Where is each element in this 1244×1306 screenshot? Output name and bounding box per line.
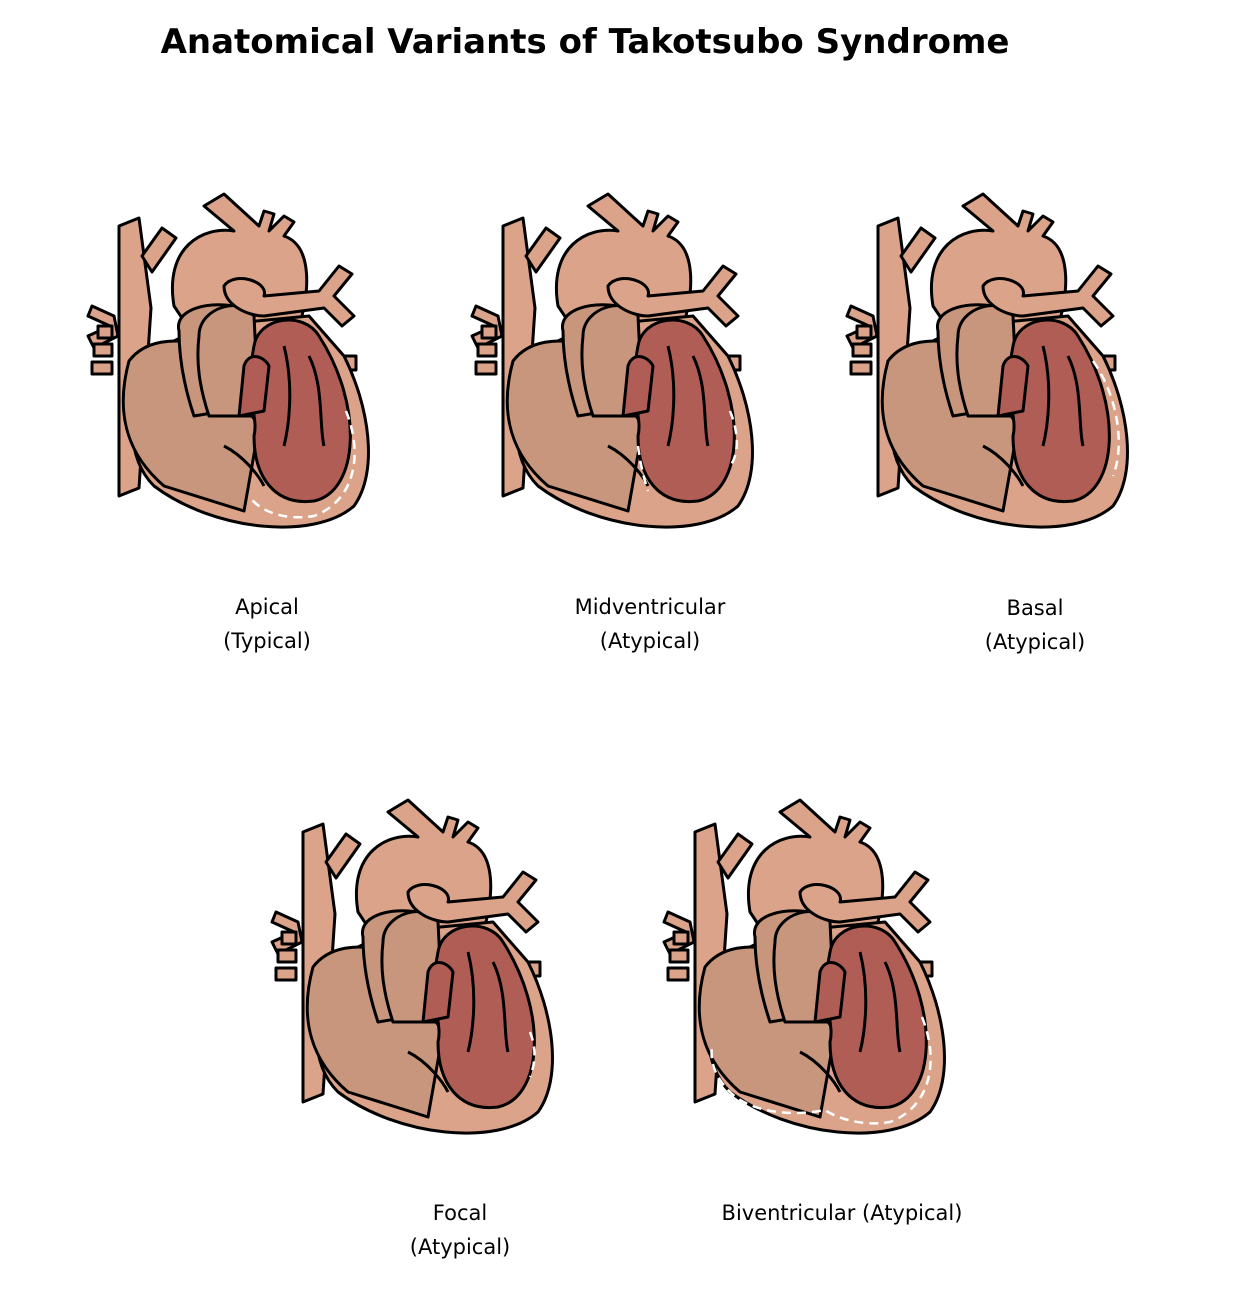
caption-midventricular: Midventricular (Atypical) xyxy=(500,590,800,658)
heart-midventricular xyxy=(468,186,758,546)
heart-basal xyxy=(843,186,1133,546)
heart-icon xyxy=(270,798,554,1135)
caption-focal: Focal (Atypical) xyxy=(310,1196,610,1264)
caption-basal: Basal (Atypical) xyxy=(885,591,1185,659)
heart-icon xyxy=(845,192,1129,529)
caption-name: Focal xyxy=(432,1201,488,1225)
caption-type: (Atypical) xyxy=(409,1235,511,1259)
caption-name: Biventricular (Atypical) xyxy=(721,1201,963,1225)
heart-icon xyxy=(470,192,754,529)
caption-type: (Atypical) xyxy=(984,630,1086,654)
caption-name: Apical xyxy=(235,595,299,619)
caption-apical: Apical (Typical) xyxy=(117,590,417,658)
heart-focal xyxy=(268,792,558,1152)
caption-type: (Typical) xyxy=(223,629,311,653)
diagram-title: Anatomical Variants of Takotsubo Syndrom… xyxy=(160,22,1010,62)
heart-icon xyxy=(662,798,946,1135)
caption-type: (Atypical) xyxy=(599,629,701,653)
heart-apical xyxy=(84,186,374,546)
heart-icon xyxy=(86,192,370,529)
caption-biventricular: Biventricular (Atypical) xyxy=(692,1196,992,1230)
caption-name: Basal xyxy=(1006,596,1064,620)
caption-name: Midventricular xyxy=(574,595,726,619)
heart-biventricular xyxy=(660,792,950,1152)
